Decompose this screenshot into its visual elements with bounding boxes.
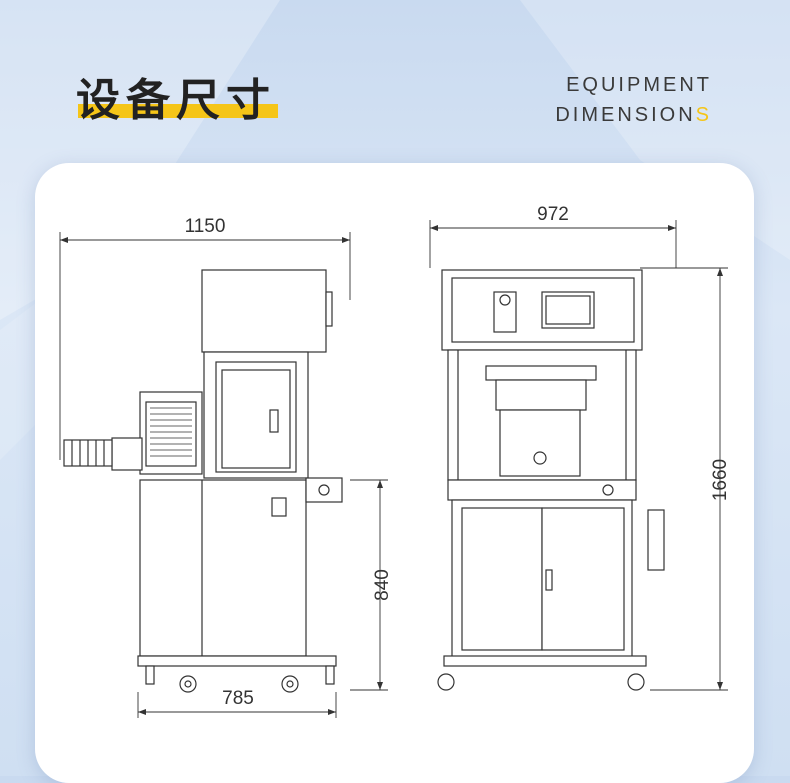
side-base-label: 785 — [222, 688, 254, 709]
front-height-label: 1660 — [710, 459, 731, 501]
subtitle-line-1: EQUIPMENT — [566, 74, 712, 96]
side-width-label: 1150 — [185, 216, 226, 237]
title-highlight-bar — [78, 104, 278, 118]
page-title: 设备尺寸 — [76, 75, 276, 126]
front-view: 972 1660 — [429, 204, 731, 691]
page-subtitle-en: EQUIPMENT DIMENSIONS — [555, 70, 712, 130]
side-view: 1150 — [59, 216, 393, 718]
subtitle-line-2: DIMENSIONS — [555, 104, 712, 126]
front-width-label: 972 — [537, 204, 569, 225]
side-height-label: 840 — [372, 569, 393, 601]
